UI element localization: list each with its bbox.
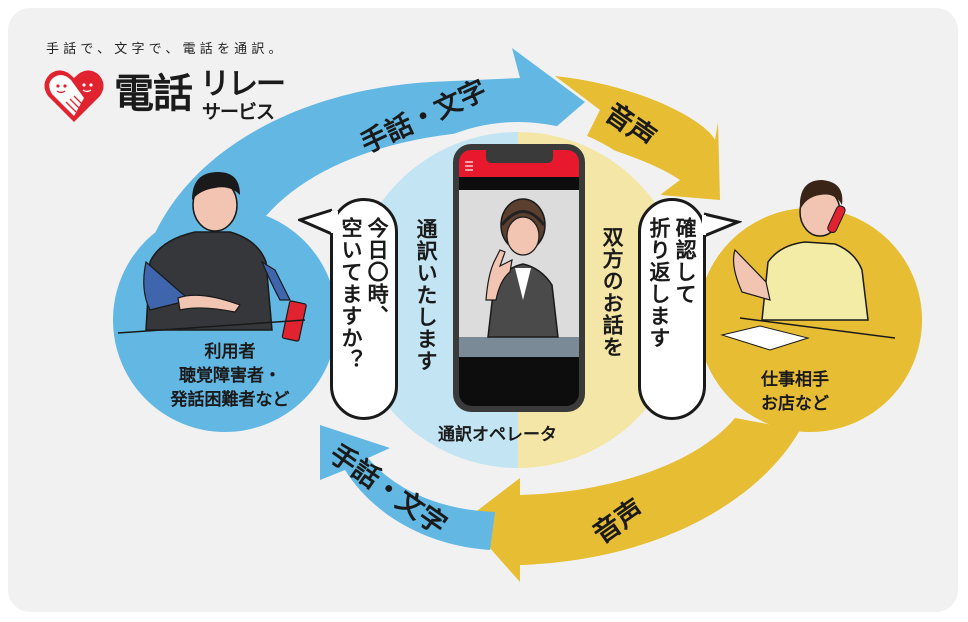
user-speech-bubble: 今日〇時、 空いてますか？ bbox=[330, 198, 398, 420]
partner-speech-line2: 折り返します bbox=[647, 217, 671, 349]
operator-caption-left: 通訳いたします bbox=[414, 218, 439, 372]
partner-role-line1: 仕事相手 bbox=[761, 370, 829, 390]
partner-speech-bubble: 確認して 折り返します bbox=[638, 198, 706, 420]
user-bubble-tail bbox=[298, 208, 338, 236]
user-speech-line2: 空いてますか？ bbox=[339, 217, 363, 371]
service-logo: 電話 リレー サービス bbox=[44, 68, 314, 130]
user-role-label: 利用者 聴覚障害者・ 発話困難者など bbox=[150, 340, 310, 412]
logo-title-service: サービス bbox=[202, 101, 275, 123]
partner-bubble-tail bbox=[702, 212, 742, 238]
user-role: 利用者 bbox=[204, 342, 256, 362]
operator-caption-right: 双方のお話を bbox=[600, 226, 625, 358]
partner-figure bbox=[720, 180, 896, 351]
operator-role-label: 通訳オペレータ bbox=[438, 425, 557, 445]
arrow-top-left bbox=[148, 48, 585, 250]
operator-phone bbox=[453, 144, 585, 412]
arrow-bottom-left bbox=[320, 425, 495, 550]
user-speech-line1: 今日〇時、 bbox=[365, 217, 390, 327]
menu-icon bbox=[465, 161, 473, 171]
partner-role-label: 仕事相手 お店など bbox=[745, 368, 845, 416]
arrow-bottom-right bbox=[465, 418, 800, 582]
user-figure bbox=[117, 172, 307, 342]
user-description-line2: 発話困難者など bbox=[170, 390, 290, 410]
logo-title-main: 電話 bbox=[114, 71, 193, 117]
arrow-top-right bbox=[555, 76, 720, 200]
tagline: 手話で、文字で、電話を通訳。 bbox=[46, 42, 286, 57]
heart-hands-icon bbox=[44, 70, 104, 122]
partner-speech-line1: 確認して bbox=[673, 217, 698, 305]
partner-role-line2: お店など bbox=[761, 394, 829, 414]
operator-figure bbox=[485, 198, 559, 338]
user-description-line1: 聴覚障害者・ bbox=[179, 366, 281, 386]
logo-title-relay: リレー bbox=[200, 67, 286, 102]
